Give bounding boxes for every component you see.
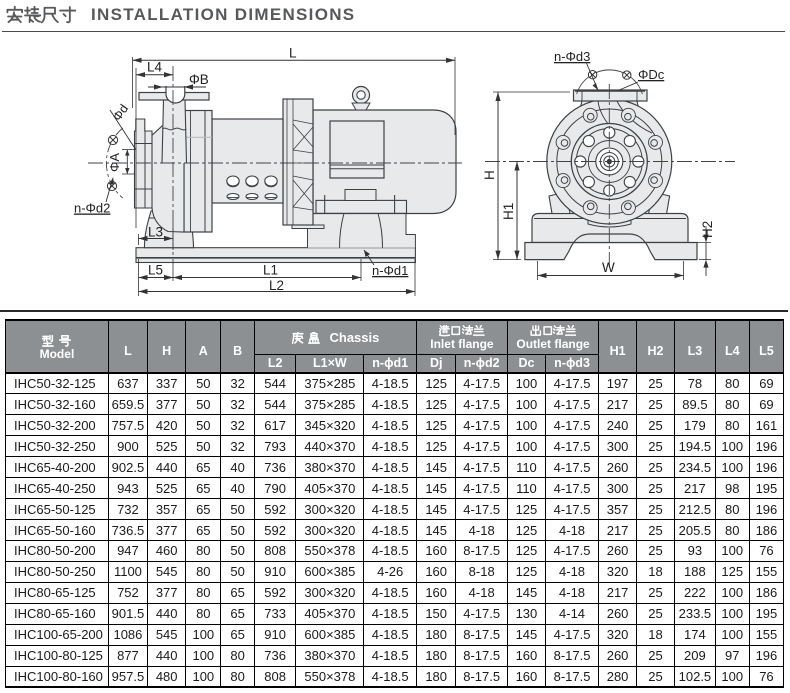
svg-text:L: L — [289, 46, 297, 61]
svg-text:ΦA: ΦA — [107, 153, 122, 172]
svg-text:H1: H1 — [501, 203, 516, 220]
svg-text:L1: L1 — [263, 263, 278, 278]
svg-text:L3: L3 — [148, 225, 163, 240]
svg-text:ΦB: ΦB — [189, 72, 209, 87]
svg-text:n-Φd1: n-Φd1 — [372, 263, 408, 278]
svg-text:L4: L4 — [147, 60, 163, 75]
svg-text:ΦDc: ΦDc — [638, 67, 665, 82]
svg-text:H: H — [482, 170, 497, 180]
svg-text:L5: L5 — [148, 263, 163, 278]
svg-text:W: W — [602, 260, 615, 275]
svg-text:n-Φd2: n-Φd2 — [74, 201, 110, 216]
svg-text:H2: H2 — [700, 221, 715, 238]
svg-text:L2: L2 — [269, 278, 284, 293]
svg-text:n-Φd3: n-Φd3 — [554, 49, 590, 64]
svg-text:Φd: Φd — [110, 102, 131, 124]
